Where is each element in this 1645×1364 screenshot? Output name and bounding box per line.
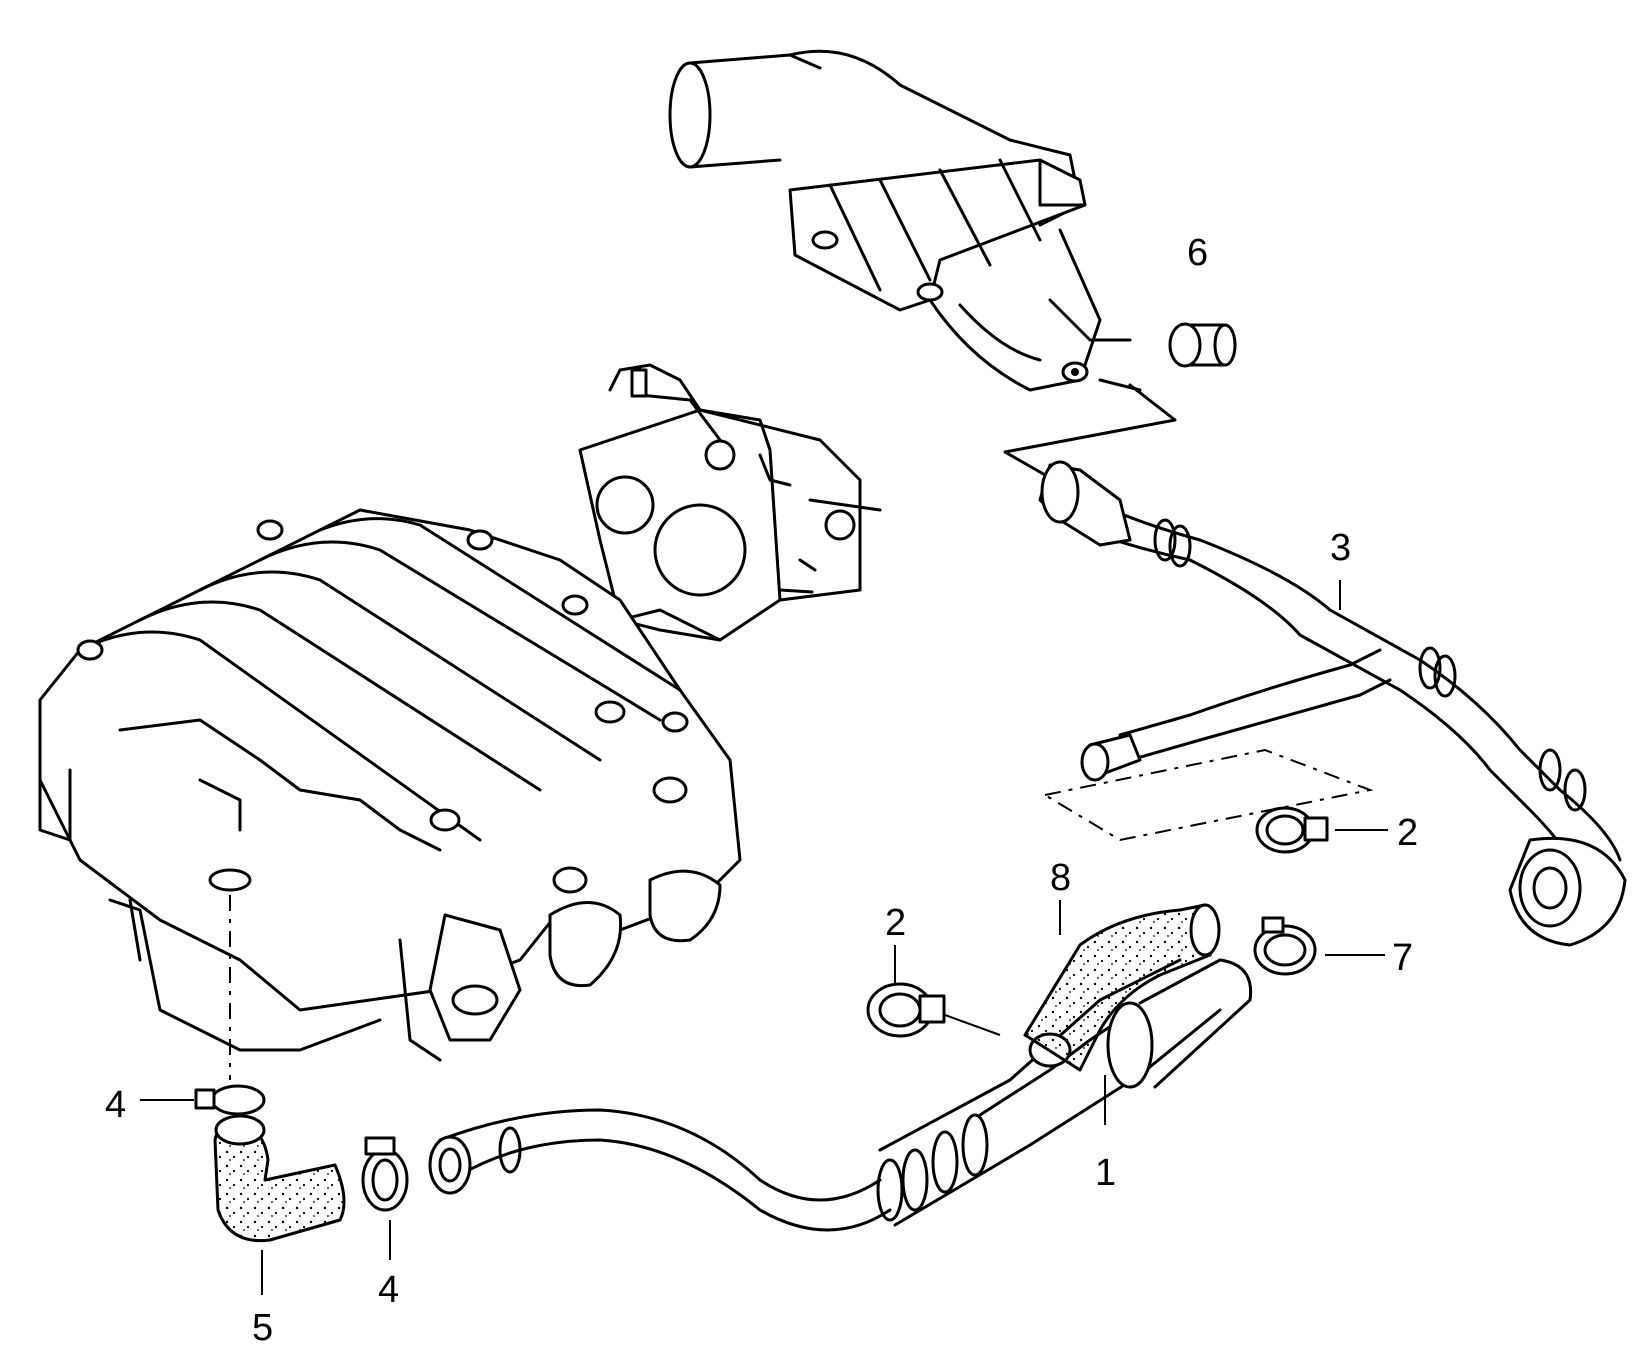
callout-3: 3: [1330, 527, 1351, 569]
callout-1: 1: [1095, 1152, 1116, 1194]
callout-4-left: 4: [105, 1084, 126, 1126]
callout-5: 5: [252, 1307, 273, 1349]
elbow-hose-part-5: [213, 1114, 346, 1243]
cap-part-6: [1168, 322, 1237, 368]
hose-clamp-part-4-left: [194, 1084, 266, 1116]
hose-clamp-part-2-right: [1255, 806, 1329, 854]
hose-clamp-part-4-bottom: [361, 1136, 409, 1212]
main-hose-part-1: [428, 958, 1253, 1232]
callout-4-bottom: 4: [378, 1269, 399, 1311]
callout-2-center: 2: [885, 902, 906, 944]
break-line: [1003, 383, 1177, 497]
callout-6: 6: [1187, 232, 1208, 274]
callout-8: 8: [1050, 857, 1071, 899]
hose-clamp-part-2-center: [866, 982, 946, 1038]
hose-part-8: [1023, 903, 1221, 1072]
hose-clamp-part-7: [1253, 916, 1317, 976]
reference-outline: [1042, 748, 1374, 842]
breather-hose-part-3: [1038, 460, 1627, 947]
throttle-body: [578, 363, 882, 642]
callout-2-right: 2: [1397, 812, 1418, 854]
leader-lines: [140, 580, 1388, 1295]
intake-manifold: [38, 508, 742, 1080]
callout-7: 7: [1392, 937, 1413, 979]
air-intake-duct: [668, 49, 1142, 392]
